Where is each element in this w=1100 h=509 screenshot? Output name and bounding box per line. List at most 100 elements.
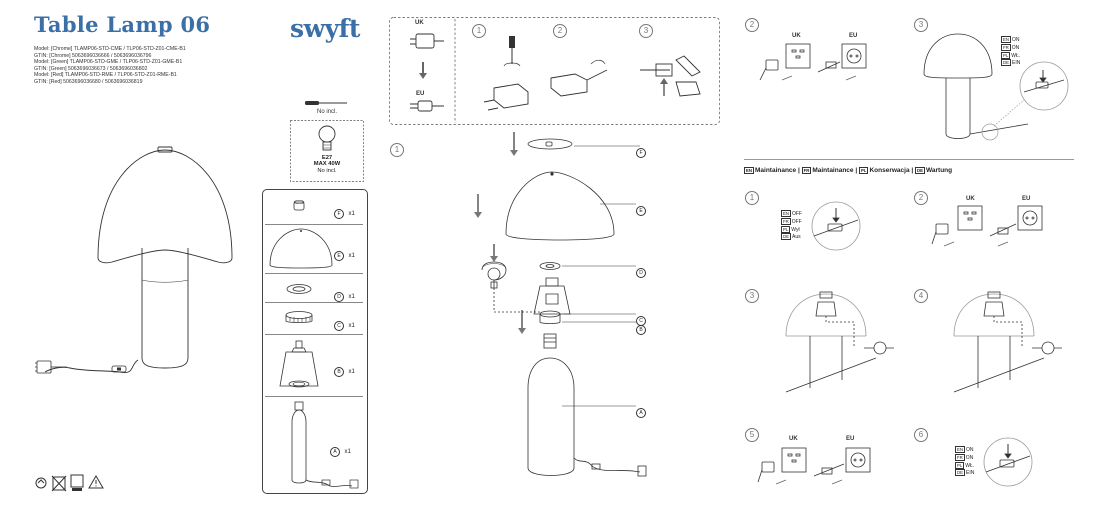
- part-letter: B: [636, 325, 646, 335]
- part-f-label: F x1: [334, 202, 355, 220]
- part-c-label: C x1: [334, 314, 355, 332]
- brand-logo: swyft: [290, 14, 360, 43]
- divider: [265, 396, 363, 397]
- part-qty: x1: [348, 294, 355, 300]
- adapter-open-step: [550, 59, 608, 97]
- lang-text: ON: [965, 447, 974, 453]
- lamp-illustration: [44, 146, 233, 373]
- weee-bin-icon: [51, 475, 67, 492]
- switch-on-illustration: [983, 437, 1033, 487]
- lang-code: EN: [955, 446, 965, 453]
- lang-text: ON: [1011, 37, 1020, 43]
- step-number: 2: [745, 18, 759, 32]
- lang-code: EN: [781, 210, 791, 217]
- divider: [265, 273, 363, 274]
- heading-text: Maintainance: [754, 167, 797, 174]
- uk-label: UK: [792, 33, 801, 39]
- divider: [265, 224, 363, 225]
- uk-plug-icon: [410, 33, 444, 49]
- lang-text: EIN: [1011, 60, 1021, 67]
- recycle-icon: [35, 477, 47, 489]
- model-list: Model: [Chrome] TLAMP06-STD-CME / TLP06-…: [34, 46, 186, 86]
- part-letter: F: [636, 148, 646, 158]
- screwdriver-note: No incl.: [316, 109, 337, 115]
- replug-illustration: [757, 447, 871, 485]
- plug-step-number: 3: [639, 24, 653, 38]
- part-letter: C: [334, 321, 344, 331]
- gtin-line: GTIN: [Green] 5063696036673 / 5063696036…: [34, 65, 148, 72]
- plug-uk-label: UK: [415, 20, 424, 26]
- heading-text: Wartung: [926, 167, 953, 174]
- lang-code: DE: [781, 233, 791, 241]
- part-b-label: B x1: [334, 360, 355, 378]
- lang-code: DE: [915, 167, 925, 174]
- sockets-illustration: [759, 43, 867, 81]
- warning-triangle-icon: [88, 475, 104, 489]
- step-number: 3: [914, 18, 928, 32]
- inline-switch-icon: [111, 365, 127, 373]
- part-letter: B: [334, 367, 344, 377]
- lang-text: OFF: [791, 218, 802, 225]
- plug-eu-label: EU: [416, 91, 425, 97]
- switch-on-illustration: [923, 33, 1069, 141]
- bulb-max-wattage: MAX 40W: [313, 161, 341, 168]
- maintenance-step-number: 1: [745, 191, 759, 205]
- assembly-label-a: A: [636, 401, 646, 419]
- plug-step-number: 2: [553, 24, 567, 38]
- lang-text: WŁ.: [1011, 52, 1021, 59]
- maintenance-step-number: 5: [745, 428, 759, 442]
- part-letter: A: [330, 447, 340, 457]
- lang-code: EN: [1001, 36, 1011, 43]
- model-line: Model: [Red] TLAMP06-STD-RME / TLP06-STD…: [34, 72, 177, 79]
- part-letter: D: [636, 268, 646, 278]
- part-e-shade: [269, 228, 333, 269]
- model-line: Model: [Green] TLAMP06-STD-GME / TLP06-S…: [34, 59, 183, 66]
- part-f-finial: [293, 200, 305, 211]
- assembly-step-number: 1: [390, 143, 404, 157]
- lang-text: ON: [1011, 44, 1020, 51]
- eu-plug-icon: [410, 100, 444, 112]
- lang-code: FR: [801, 167, 812, 174]
- heading-text: Maintainance: [812, 167, 854, 174]
- gtin-line: GTIN: [Red] 5063696036680 / 506369603681…: [34, 78, 143, 85]
- bulb-insert-illustration: [953, 291, 1062, 393]
- down-arrow-icon: [419, 62, 427, 79]
- assembly-label-d: D: [636, 261, 646, 279]
- lang-code: PL: [858, 167, 869, 174]
- heading-text: Konserwacja: [869, 167, 910, 174]
- bulb-box-border: [290, 120, 364, 182]
- assembly-diagram: [474, 132, 647, 477]
- lang-code: PL: [781, 225, 791, 233]
- part-qty: x1: [348, 253, 355, 259]
- adapter-insert-step: [640, 55, 701, 97]
- assembly-label-f: F: [636, 141, 646, 159]
- gtin-line: GTIN: [Chrome] 5063696036666 / 506369603…: [34, 52, 152, 59]
- lang-text: OFF: [791, 211, 802, 217]
- part-qty: x1: [348, 211, 355, 217]
- lang-text: Wył: [791, 226, 800, 233]
- lang-text: WŁ.: [965, 462, 975, 469]
- eu-label: EU: [846, 436, 855, 442]
- lang-code: PL: [955, 461, 965, 469]
- part-a-base: [291, 401, 359, 489]
- screwdriver-icon: [305, 101, 347, 105]
- part-a-label: A x1: [330, 440, 351, 458]
- bulb-removal-illustration: [785, 291, 894, 393]
- lang-text: EIN: [965, 470, 975, 477]
- lang-code: FR: [1001, 43, 1011, 51]
- maintenance-step-number: 3: [745, 289, 759, 303]
- page-title: Table Lamp 06: [34, 12, 211, 37]
- part-letter: D: [334, 292, 344, 302]
- part-letter: E: [636, 206, 646, 216]
- maintenance-step-number: 2: [914, 191, 928, 205]
- lang-code: DE: [955, 469, 965, 477]
- part-qty: x1: [348, 369, 355, 375]
- part-qty: x1: [348, 323, 355, 329]
- divider: [265, 334, 363, 335]
- divider: [744, 159, 1074, 160]
- lang-code: FR: [781, 217, 791, 225]
- maintenance-step-number: 6: [914, 428, 928, 442]
- eu-label: EU: [849, 33, 858, 39]
